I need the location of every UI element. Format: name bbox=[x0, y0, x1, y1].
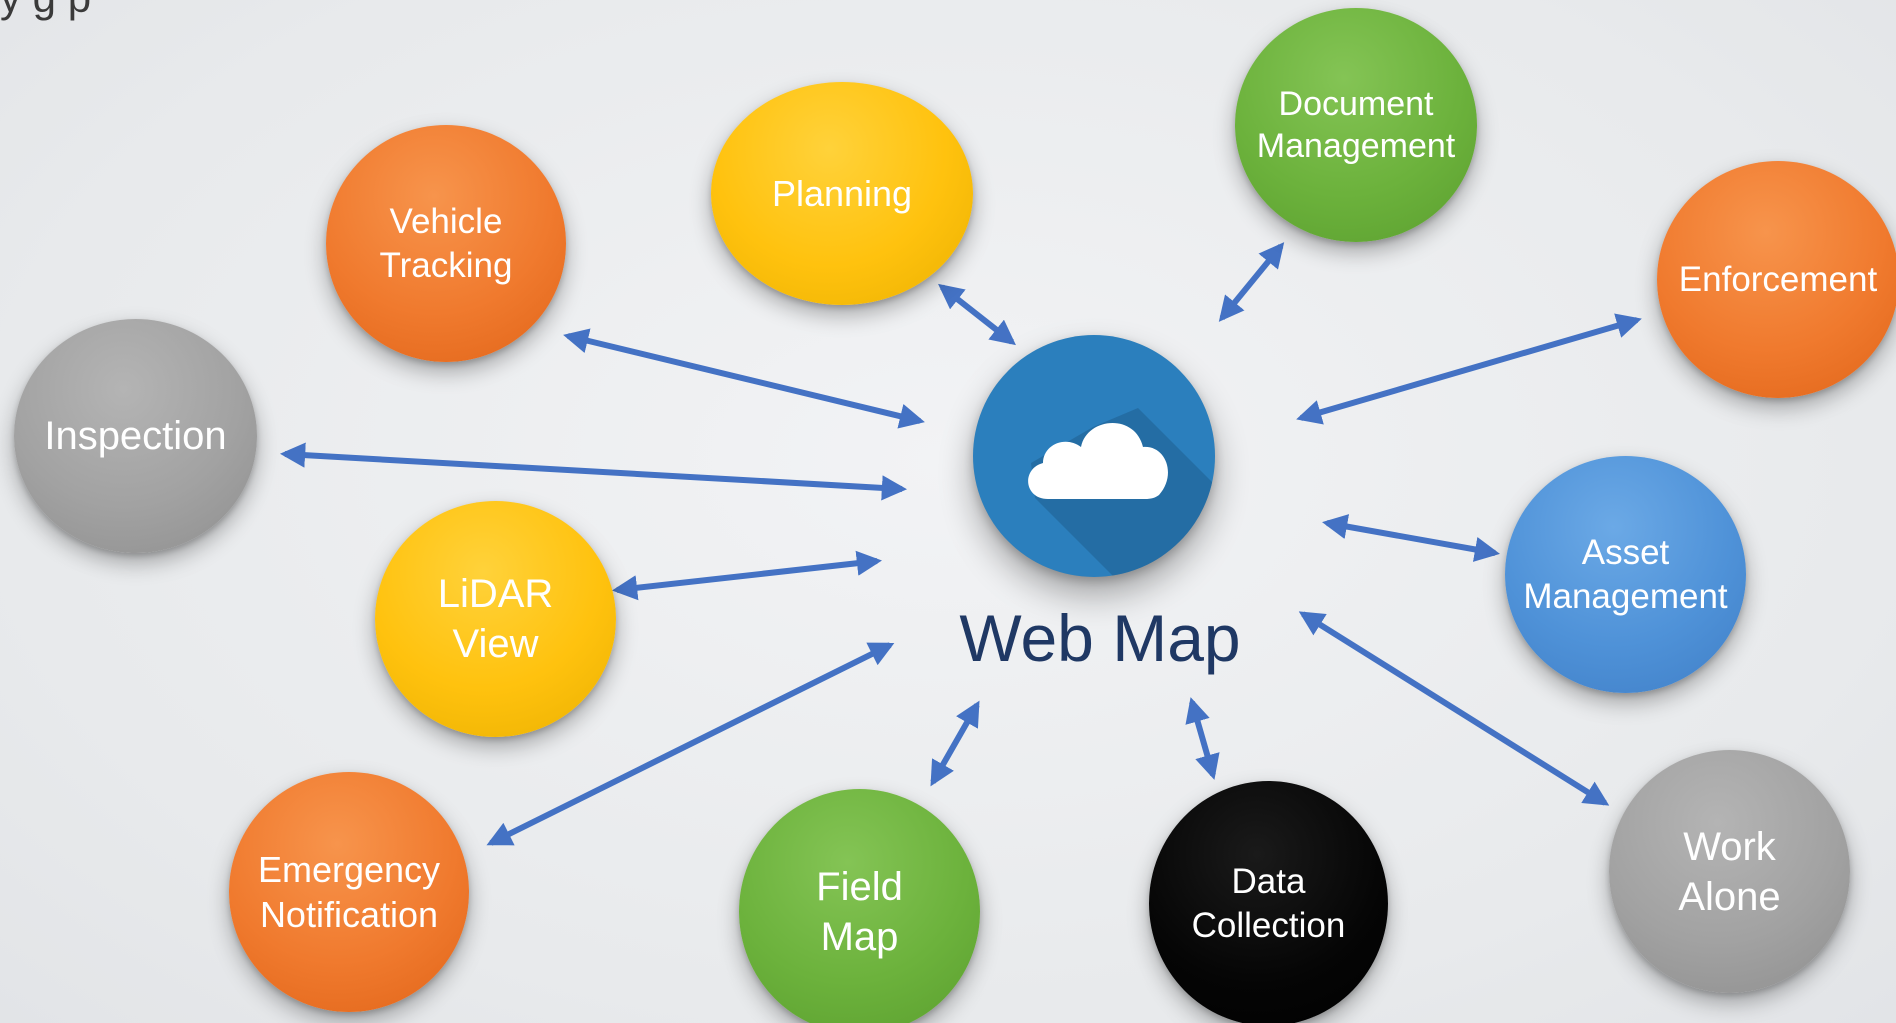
node-work-alone[interactable]: Work Alone bbox=[1609, 750, 1850, 993]
node-emergency-notification-label: Emergency Notification bbox=[257, 849, 441, 935]
node-document-management[interactable]: Document Management bbox=[1235, 8, 1477, 242]
node-data-collection[interactable]: Data Collection bbox=[1149, 781, 1388, 1023]
arrow-asset-management bbox=[1322, 514, 1500, 562]
node-field-map[interactable]: Field Map bbox=[739, 789, 980, 1023]
arrow-data-collection bbox=[1185, 697, 1220, 780]
node-vehicle-tracking-label: Vehicle Tracking bbox=[379, 201, 513, 285]
node-planning-label: Planning bbox=[771, 173, 913, 214]
arrow-enforcement bbox=[1296, 313, 1642, 425]
node-emergency-notification[interactable]: Emergency Notification bbox=[229, 772, 469, 1012]
node-field-map-label: Field Map bbox=[816, 864, 903, 959]
arrow-planning bbox=[938, 283, 1016, 346]
node-lidar-view-label: LiDAR View bbox=[437, 572, 554, 666]
node-inspection[interactable]: Inspection bbox=[14, 319, 257, 553]
node-asset-management[interactable]: Asset Management bbox=[1505, 456, 1746, 693]
node-document-management-label: Document Management bbox=[1256, 84, 1456, 166]
node-work-alone-label: Work Alone bbox=[1678, 824, 1781, 919]
arrow-lidar-view bbox=[611, 550, 883, 601]
arrow-emergency-notification bbox=[486, 642, 895, 846]
arrow-field-map bbox=[930, 700, 980, 787]
cropped-heading-text: y g p bbox=[0, 0, 91, 22]
node-enforcement[interactable]: Enforcement bbox=[1657, 161, 1896, 398]
node-inspection-label: Inspection bbox=[44, 414, 227, 458]
arrow-work-alone bbox=[1298, 611, 1610, 806]
node-planning[interactable]: Planning bbox=[711, 82, 973, 305]
node-data-collection-label: Data Collection bbox=[1191, 861, 1346, 945]
node-lidar-view[interactable]: LiDAR View bbox=[375, 501, 616, 737]
node-enforcement-label: Enforcement bbox=[1678, 259, 1878, 299]
arrow-inspection bbox=[279, 442, 908, 501]
node-asset-management-label: Asset Management bbox=[1523, 532, 1728, 616]
web-map-label: Web Map bbox=[959, 601, 1241, 675]
arrow-vehicle-tracking bbox=[563, 328, 925, 429]
node-vehicle-tracking[interactable]: Vehicle Tracking bbox=[326, 125, 566, 362]
cloud-icon bbox=[1028, 408, 1215, 577]
web-map-hub[interactable] bbox=[973, 335, 1215, 577]
arrow-document-management bbox=[1218, 242, 1285, 322]
